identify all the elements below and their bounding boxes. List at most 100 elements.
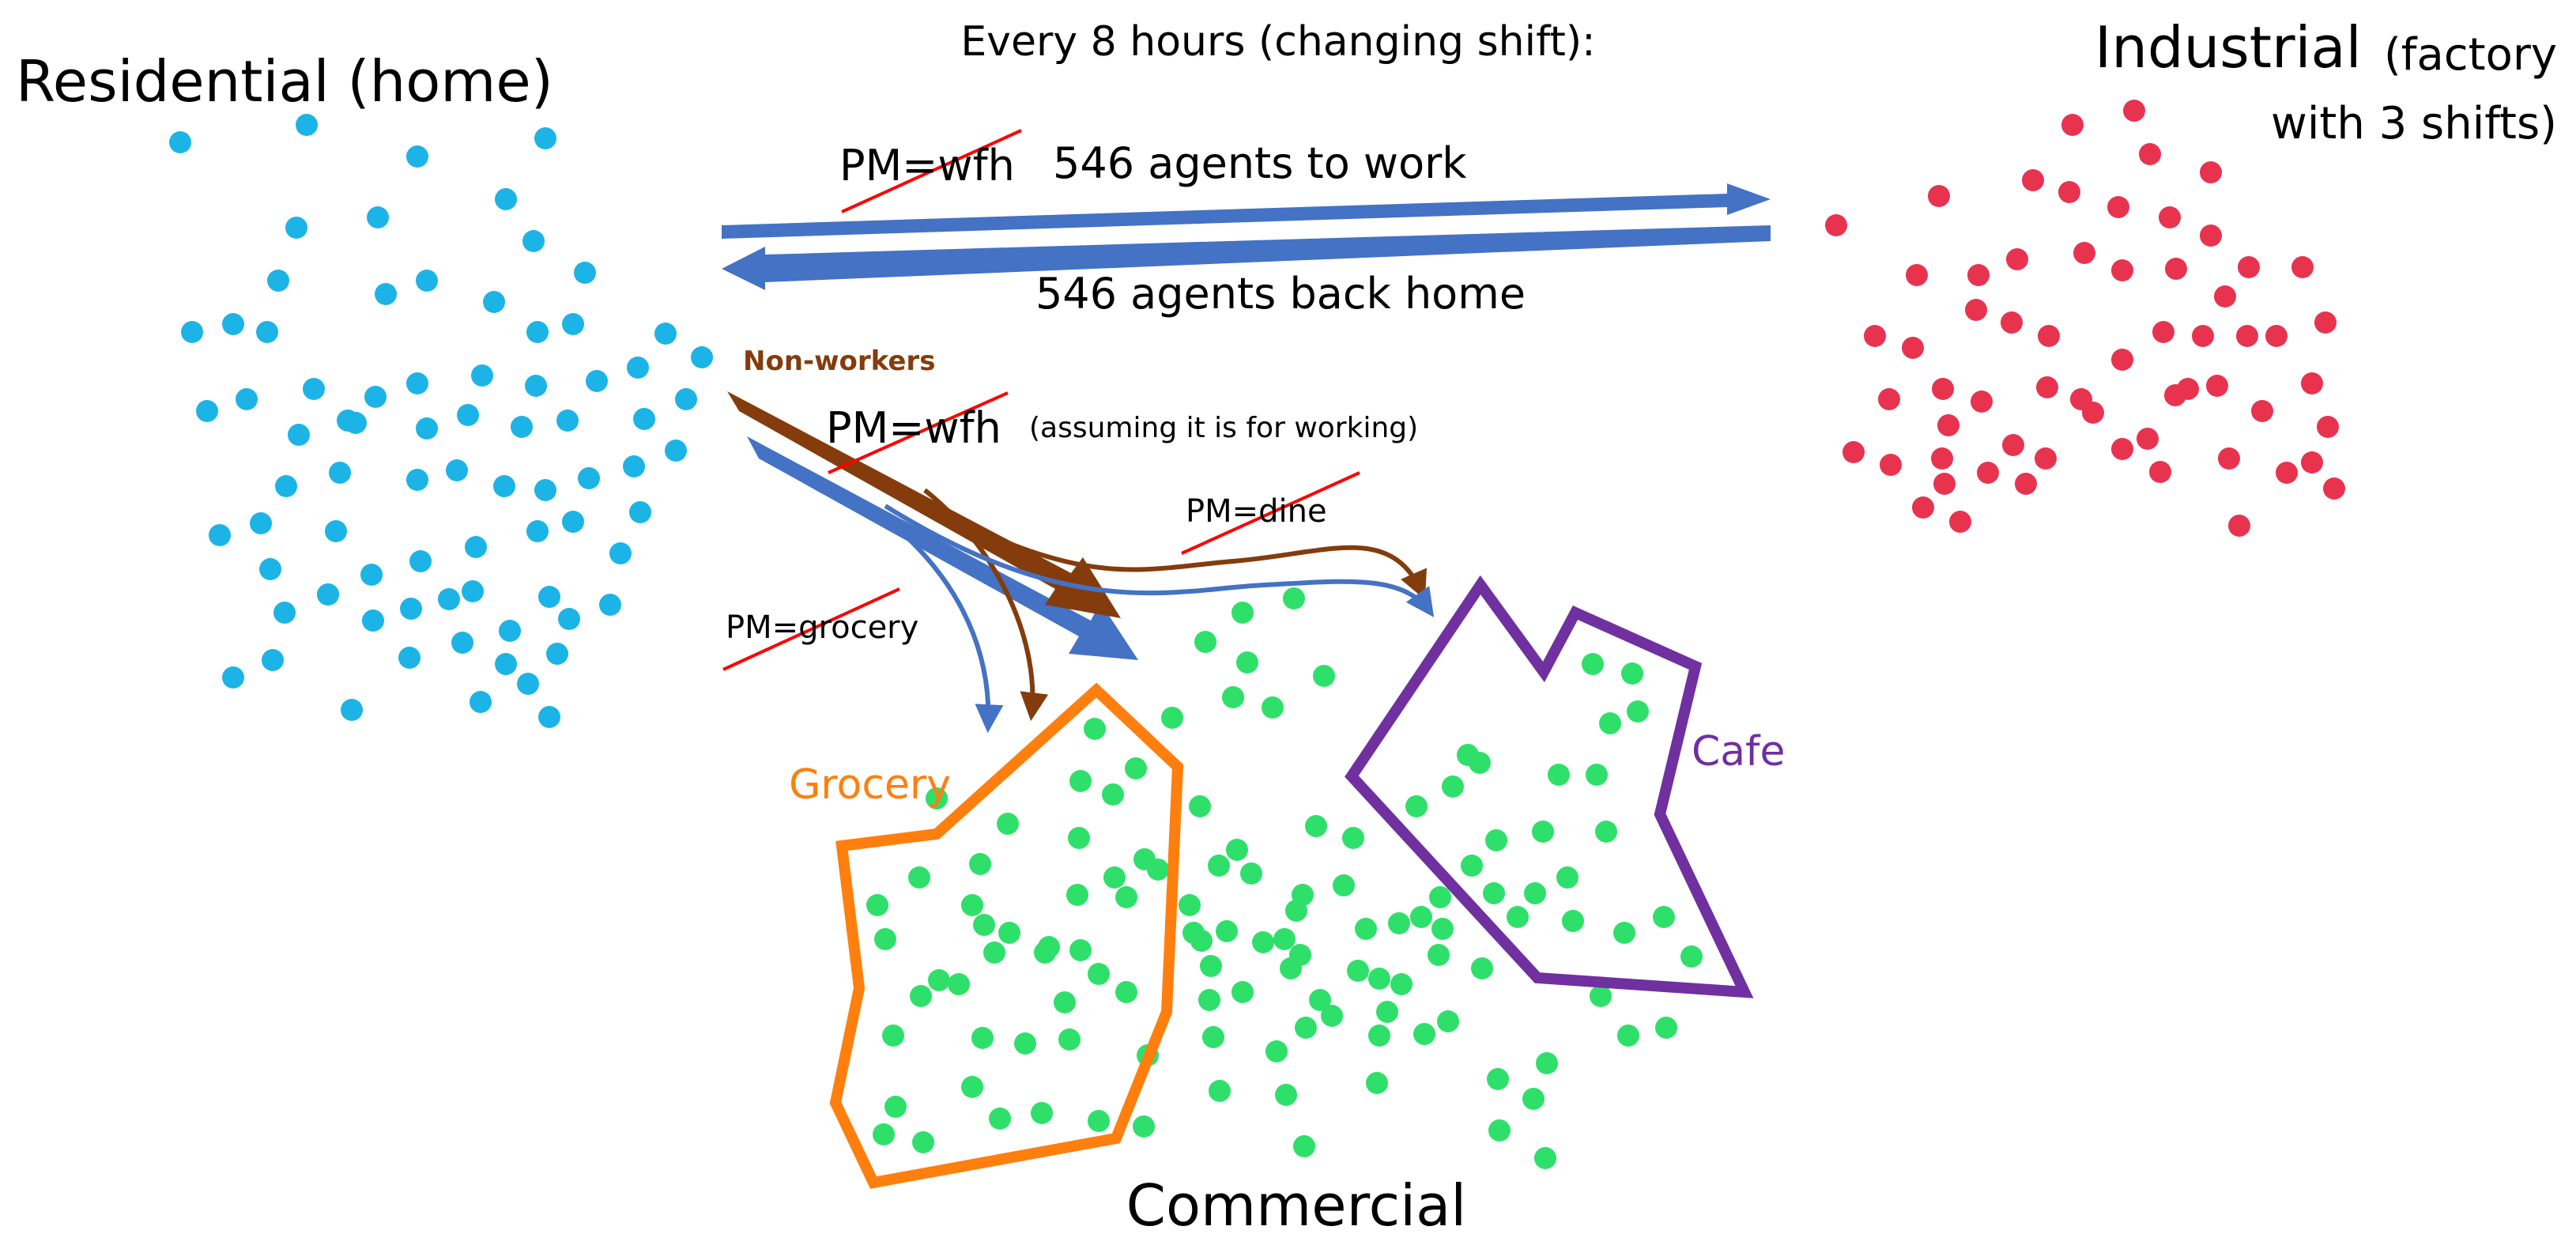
residential-agent-dot — [471, 364, 493, 387]
residential-agent-dot — [538, 706, 560, 728]
residential-agent-dot — [341, 699, 363, 721]
industrial-agent-dot — [2206, 375, 2228, 397]
residential-agent-dot — [285, 217, 307, 239]
commercial-agent-dot — [1582, 653, 1604, 675]
commercial-agent-dot — [1103, 866, 1126, 889]
residential-agent-dot — [337, 409, 359, 432]
residential-agent-dot — [325, 520, 347, 542]
residential-agent-dot — [400, 598, 422, 620]
residential-agent-dot — [406, 372, 428, 394]
commercial-agent-dot — [1198, 989, 1220, 1011]
cafe-brown-curve — [907, 492, 1427, 600]
commercial-agent-dot — [961, 1076, 983, 1098]
industrial-agent-dot — [2107, 196, 2129, 218]
back-home-label: 546 agents back home — [1035, 269, 1526, 319]
residential-agent-dot — [275, 475, 297, 497]
non-workers-label: Non-workers — [743, 345, 935, 377]
commercial-agent-dot — [1231, 981, 1254, 1003]
commercial-agent-dot — [1556, 866, 1578, 889]
residential-agent-dot — [457, 404, 479, 426]
industrial-agent-dot — [2200, 161, 2222, 183]
commercial-agent-dot — [1014, 1032, 1036, 1055]
commercial-agent-dot — [1313, 665, 1335, 687]
commercial-agent-dot — [1680, 945, 1703, 968]
commercial-agent-dot — [1068, 827, 1090, 849]
commercial-agent-dot — [1613, 922, 1635, 944]
commercial-agent-dot — [1431, 918, 1454, 940]
commercial-agent-dot — [1289, 944, 1311, 966]
residential-agent-dot — [416, 417, 438, 440]
workers-to-commercial-arrow — [747, 436, 1138, 660]
residential-agent-dot — [303, 378, 325, 400]
industrial-agent-dot — [1906, 264, 1928, 286]
commercial-agent-dot — [1069, 770, 1092, 792]
industrial-agent-dot — [1928, 185, 1950, 207]
industrial-agent-dot — [2002, 434, 2024, 456]
industrial-agent-dot — [2323, 477, 2345, 500]
industrial-agent-dot — [2149, 461, 2171, 483]
commercial-agent-dot — [1208, 855, 1230, 877]
residential-agent-dot — [406, 469, 428, 491]
commercial-agent-dot — [989, 1107, 1011, 1130]
commercial-agent-dot — [1366, 1072, 1388, 1094]
residential-agent-dot — [495, 188, 517, 210]
commercial-agent-dot — [969, 853, 991, 875]
industrial-agent-dot — [2006, 248, 2028, 270]
commercial-agent-dot — [1599, 712, 1621, 734]
industrial-agent-dot — [2291, 256, 2314, 278]
industrial-agent-dot — [1932, 378, 1954, 400]
commercial-agent-dot — [1595, 821, 1617, 843]
commercial-agent-dot — [1161, 707, 1183, 729]
residential-agent-dot — [675, 388, 697, 410]
commercial-agent-dot — [1483, 882, 1505, 904]
industrial-agent-dot — [2038, 325, 2060, 347]
industrial-title: Industrial — [2095, 14, 2362, 81]
commercial-agent-dot — [1066, 884, 1088, 906]
commercial-agent-dot — [1058, 1028, 1081, 1051]
grocery-blue-curve — [868, 504, 1004, 734]
residential-agent-dot — [586, 370, 608, 392]
commercial-agent-dot — [1069, 939, 1092, 961]
industrial-agent-dot — [2165, 258, 2187, 280]
residential-agents — [169, 114, 713, 728]
commercial-agent-dot — [983, 941, 1005, 964]
industrial-agent-dot — [2111, 349, 2133, 371]
commercial-agent-dot — [1405, 795, 1428, 817]
commercial-agent-dot — [1226, 839, 1248, 861]
industrial-subtitle-2: with 3 shifts) — [2271, 98, 2557, 149]
commercial-agent-dot — [1461, 855, 1483, 877]
commercial-agent-dot — [1536, 1052, 1558, 1074]
commercial-agent-dot — [1262, 696, 1284, 719]
commute-back-home-arrow — [722, 225, 1771, 290]
commercial-agent-dot — [1147, 858, 1169, 881]
commercial-agent-dot — [1390, 973, 1412, 995]
commercial-agent-dot — [1200, 955, 1222, 977]
grocery-label: Grocery — [789, 761, 951, 809]
industrial-agent-dot — [2236, 325, 2258, 347]
industrial-agent-dot — [2022, 169, 2044, 191]
shift-header: Every 8 hours (changing shift): — [960, 18, 1595, 66]
residential-agent-dot — [633, 408, 655, 430]
residential-agent-dot — [517, 673, 539, 695]
residential-agent-dot — [558, 608, 580, 630]
residential-agent-dot — [578, 467, 600, 489]
industrial-agent-dot — [1880, 454, 1902, 476]
commercial-agent-dot — [1655, 1017, 1677, 1039]
residential-agent-dot — [534, 479, 556, 501]
pm-grocery-strike — [722, 587, 900, 671]
industrial-agent-dot — [2164, 384, 2186, 406]
commercial-agent-dot — [1189, 795, 1211, 817]
commercial-agent-dot — [1488, 1119, 1511, 1141]
commercial-agent-dot — [1524, 882, 1546, 904]
residential-agent-dot — [691, 346, 713, 368]
industrial-agent-dot — [1902, 337, 1924, 359]
residential-agent-dot — [465, 536, 487, 558]
residential-agent-dot — [462, 580, 484, 602]
commercial-agent-dot — [926, 787, 948, 809]
industrial-agent-dot — [2265, 325, 2287, 347]
commercial-agent-dot — [1240, 862, 1262, 885]
commercial-agent-dot — [1125, 757, 1147, 779]
residential-agent-dot — [522, 230, 545, 252]
industrial-agent-dot — [2015, 473, 2037, 495]
